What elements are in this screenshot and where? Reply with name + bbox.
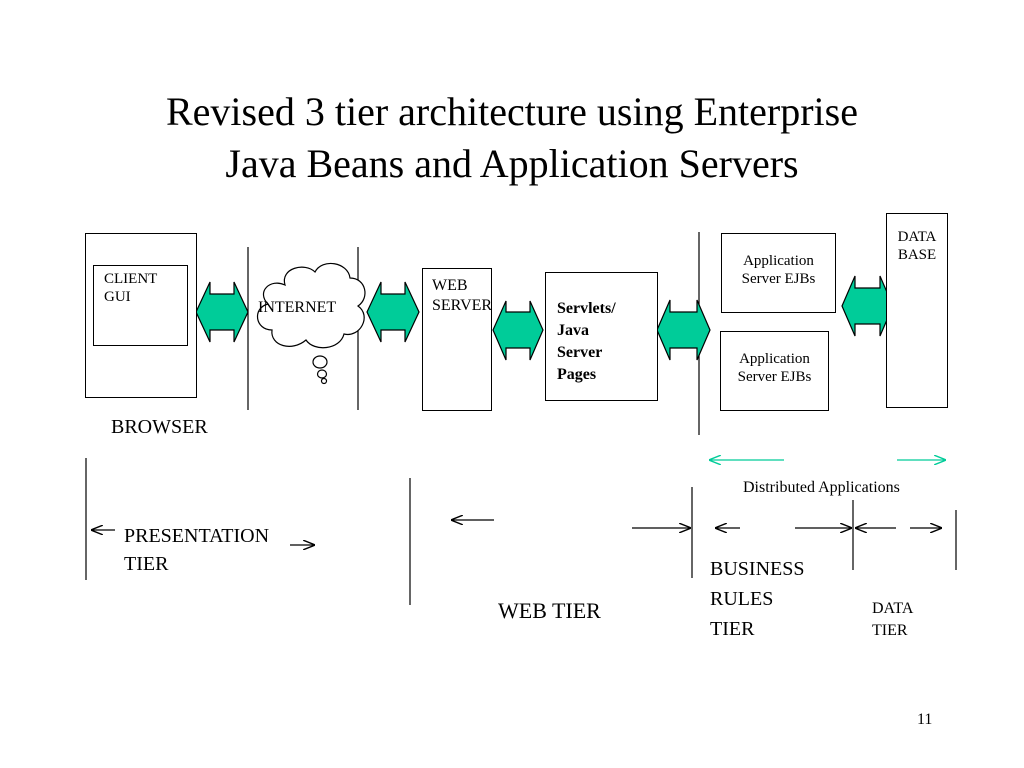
double-arrow-icon xyxy=(366,281,420,343)
browser-label: BROWSER xyxy=(111,416,208,438)
servlets-label: Servlets/ Java Server Pages xyxy=(557,300,616,383)
double-arrow-icon xyxy=(195,281,249,343)
double-arrow-icon xyxy=(492,300,544,361)
app-server-label: Application Server EJBs xyxy=(741,253,816,287)
slide-title-line1: Revised 3 tier architecture using Enterp… xyxy=(166,89,858,134)
presentation-tier-label: PRESENTATION TIER xyxy=(124,525,270,575)
distributed-applications-label: Distributed Applications xyxy=(743,479,900,496)
internet-label: INTERNET xyxy=(258,299,337,316)
client-gui-label: CLIENT GUI xyxy=(104,271,158,305)
database-box xyxy=(886,213,948,408)
servlets-box xyxy=(545,272,658,401)
web-server-label: WEB SERVER xyxy=(432,277,493,314)
slide-title: Revised 3 tier architecture using Enterp… xyxy=(0,86,1024,190)
app-server-label: Application Server EJBs xyxy=(737,351,812,385)
business-rules-tier-label: BUSINESS RULES TIER xyxy=(710,558,805,640)
web-server-box xyxy=(422,268,492,411)
internet-cloud-icon xyxy=(257,262,366,385)
slide-title-line2: Java Beans and Application Servers xyxy=(225,141,799,186)
data-tier-label: DATA TIER xyxy=(872,600,914,639)
app-server-box xyxy=(721,233,836,313)
double-arrow-icon xyxy=(656,299,711,361)
page-number: 11 xyxy=(917,711,933,728)
database-label: DATA BASE xyxy=(897,229,937,263)
client-gui-box xyxy=(93,265,188,346)
app-server-box xyxy=(720,331,829,411)
web-tier-label: WEB TIER xyxy=(498,598,601,623)
